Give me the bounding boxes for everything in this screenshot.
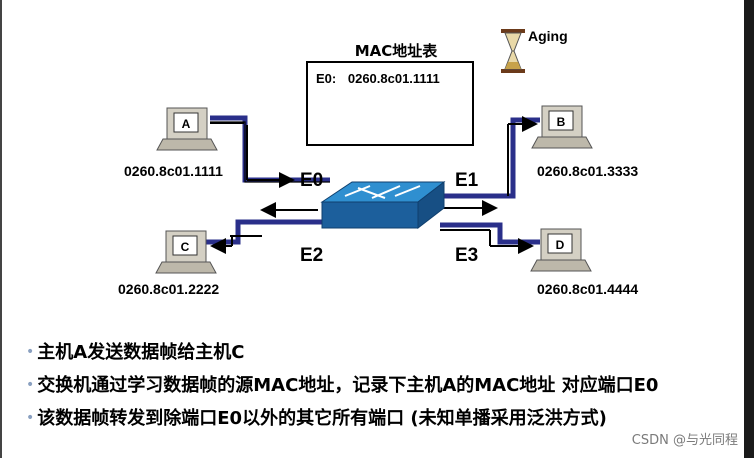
link-c xyxy=(205,219,325,245)
right-border xyxy=(744,0,754,458)
host-c-icon xyxy=(155,230,217,274)
mac-address-table: E0: 0260.8c01.1111 xyxy=(306,61,474,146)
port-e2-label: E2 xyxy=(300,245,324,266)
hourglass-icon xyxy=(501,29,525,73)
port-e1-label: E1 xyxy=(455,170,479,191)
switch-icon xyxy=(320,180,446,230)
bullet-item: •主机A发送数据帧给主机C xyxy=(26,338,244,364)
host-a-icon xyxy=(156,107,218,151)
host-d-letter: D xyxy=(556,238,565,252)
bullet-dot-icon: • xyxy=(26,410,35,426)
port-e0-label: E0 xyxy=(300,170,324,191)
host-d-icon xyxy=(530,228,592,272)
watermark: CSDN @与光同程 xyxy=(631,433,738,448)
mac-table-entry: E0: 0260.8c01.1111 xyxy=(316,71,440,86)
bullet-item: •交换机通过学习数据帧的源MAC地址，记录下主机A的MAC地址 对应端口E0 xyxy=(26,371,658,397)
aging-label: Aging xyxy=(528,28,568,44)
network-drawing: A B C D xyxy=(155,29,593,274)
port-e3-label: E3 xyxy=(455,245,479,266)
bullet-text: 主机A发送数据帧给主机C xyxy=(37,342,245,363)
bullet-dot-icon: • xyxy=(26,377,35,393)
mac-table-title: MAC地址表 xyxy=(354,42,438,60)
host-b-icon xyxy=(531,105,593,149)
bullet-text: 交换机通过学习数据帧的源MAC地址，记录下主机A的MAC地址 对应端口E0 xyxy=(37,375,659,396)
host-a-letter: A xyxy=(182,117,191,131)
left-border xyxy=(0,0,2,458)
bullet-item: •该数据帧转发到除端口E0以外的其它所有端口 (未知单播采用泛洪方式) xyxy=(26,404,607,430)
mac-entry-port: E0: xyxy=(316,71,337,86)
host-b-mac: 0260.8c01.3333 xyxy=(537,163,639,179)
host-d-mac: 0260.8c01.4444 xyxy=(537,281,639,297)
host-c-mac: 0260.8c01.2222 xyxy=(118,281,220,297)
bullet-text: 该数据帧转发到除端口E0以外的其它所有端口 (未知单播采用泛洪方式) xyxy=(37,408,607,429)
host-a-mac: 0260.8c01.1111 xyxy=(124,163,223,179)
host-b-letter: B xyxy=(557,115,566,129)
bullet-dot-icon: • xyxy=(26,344,35,360)
host-c-letter: C xyxy=(181,240,190,254)
mac-entry-address: 0260.8c01.1111 xyxy=(347,71,440,86)
